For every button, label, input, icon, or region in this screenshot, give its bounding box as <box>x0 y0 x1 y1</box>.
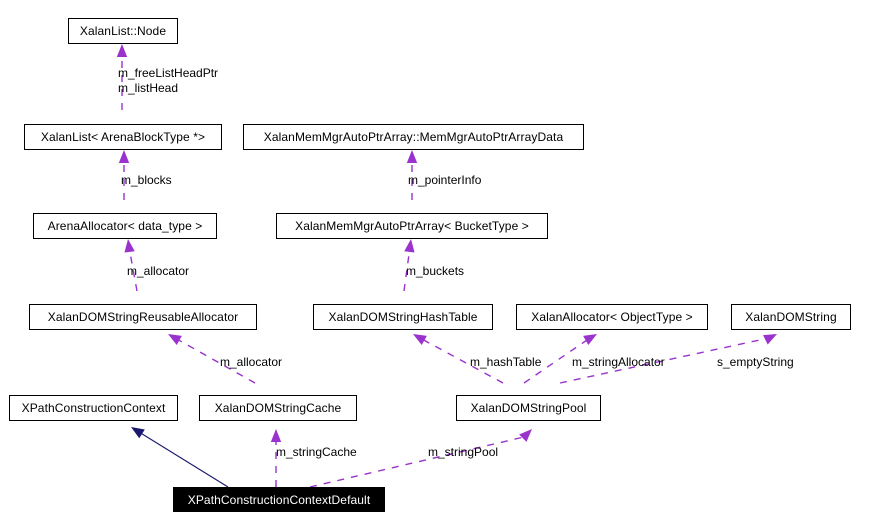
edge-arrowhead-e7 <box>413 334 427 345</box>
class-node-memmgr_autoptrdata[interactable]: XalanMemMgrAutoPtrArray::MemMgrAutoPtrAr… <box>243 124 584 150</box>
edge-arrowhead-e9 <box>763 334 777 345</box>
edge-label-e11: m_stringCache <box>276 445 357 459</box>
class-node-xalanlist_arena[interactable]: XalanList< ArenaBlockType *> <box>24 124 222 150</box>
edge-label-e8: m_stringAllocator <box>572 355 665 369</box>
class-node-xpath_context_default[interactable]: XPathConstructionContextDefault <box>173 487 385 512</box>
edge-label-e2: m_blocks <box>121 173 172 187</box>
edge-arrowhead-e4 <box>124 239 135 253</box>
class-node-hash_table[interactable]: XalanDOMStringHashTable <box>313 304 493 330</box>
class-node-string_pool[interactable]: XalanDOMStringPool <box>456 395 601 421</box>
edge-arrowhead-e3 <box>406 150 418 163</box>
class-node-xalanlist_node[interactable]: XalanList::Node <box>68 18 178 44</box>
edge-label-e4: m_allocator <box>127 264 190 278</box>
edge-arrowhead-e6 <box>168 334 182 345</box>
edge-label-e6: m_allocator <box>220 355 283 369</box>
edge-arrowhead-e1 <box>116 44 128 57</box>
edge-label-e12: m_stringPool <box>428 445 499 459</box>
class-node-reusable_allocator[interactable]: XalanDOMStringReusableAllocator <box>29 304 257 330</box>
edge-arrowhead-e8 <box>583 334 597 345</box>
edge-label-e5: m_buckets <box>406 264 465 278</box>
edge-label-e7: m_hashTable <box>470 355 542 369</box>
edge-arrowhead-e11 <box>270 429 282 442</box>
class-node-string_cache[interactable]: XalanDOMStringCache <box>199 395 357 421</box>
edge-label-e9: s_emptyString <box>717 355 794 369</box>
class-node-memmgr_autoptrarray[interactable]: XalanMemMgrAutoPtrArray< BucketType > <box>276 213 548 239</box>
edge-line-e10 <box>138 431 229 488</box>
class-node-xpath_context[interactable]: XPathConstructionContext <box>9 395 178 421</box>
class-node-arena_allocator[interactable]: ArenaAllocator< data_type > <box>33 213 217 239</box>
edge-label-e3: m_pointerInfo <box>408 173 482 187</box>
class-node-xalan_allocator[interactable]: XalanAllocator< ObjectType > <box>516 304 708 330</box>
edge-label-e1: m_freeListHeadPtr m_listHead <box>118 66 219 95</box>
edge-arrowhead-e5 <box>404 239 415 253</box>
edge-arrowhead-e12 <box>519 429 532 442</box>
edge-arrowhead-e2 <box>118 150 130 163</box>
edge-arrowhead-e10 <box>131 427 145 439</box>
class-node-xalan_domstring[interactable]: XalanDOMString <box>731 304 851 330</box>
